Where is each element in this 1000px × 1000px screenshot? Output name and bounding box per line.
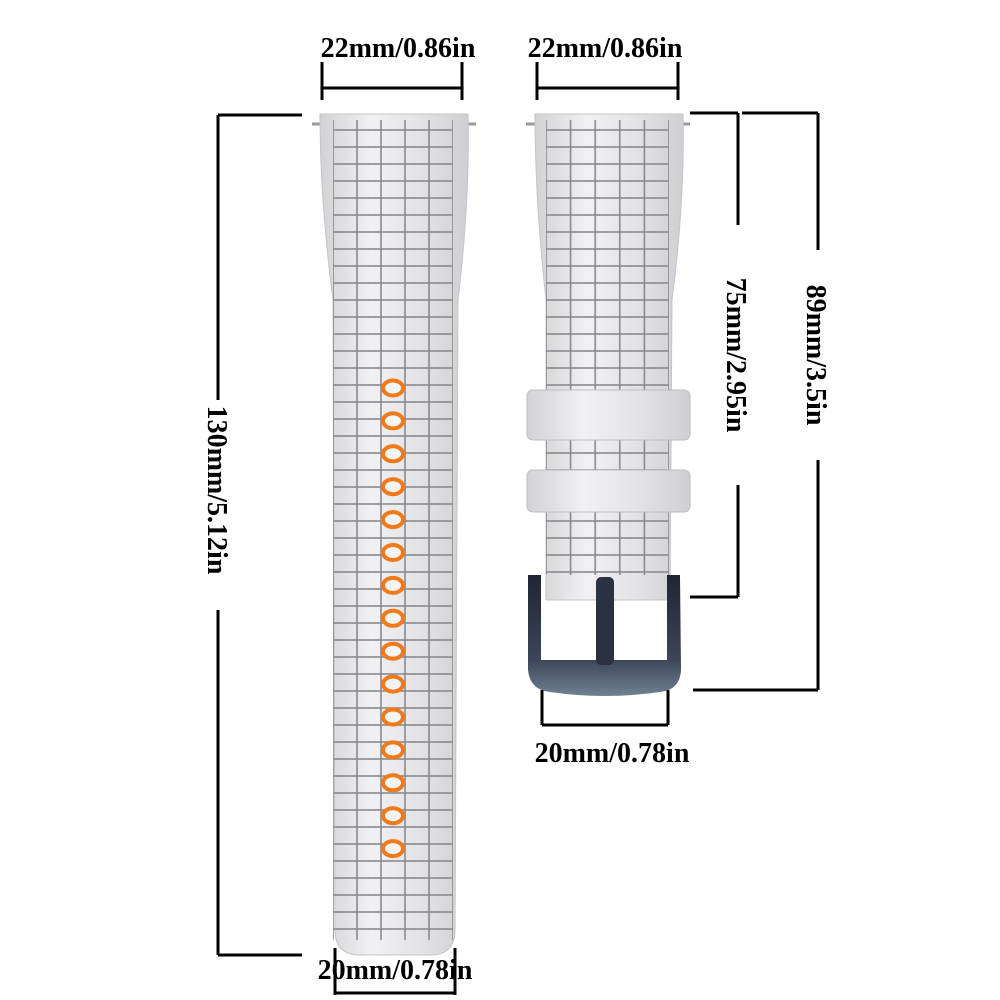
strap-keeper-bottom [526, 469, 691, 513]
label-short-strap-length: 75mm/2.95in [720, 278, 751, 433]
dim-top-left [320, 62, 464, 100]
dim-long-tail-width [333, 948, 457, 995]
strap-hole [381, 510, 405, 530]
label-top-right-width: 22mm/0.86in [528, 33, 683, 64]
strap-hole [381, 839, 405, 859]
short-strap [526, 113, 691, 696]
strap-hole [381, 444, 405, 464]
strap-hole [381, 773, 405, 793]
strap-hole [381, 608, 405, 628]
dim-short-strap-length [690, 111, 740, 599]
long-strap [312, 113, 476, 956]
dim-buckle-width [540, 690, 670, 727]
buckle-frame [528, 575, 681, 696]
strap-hole [381, 707, 405, 727]
label-short-strap-total: 89mm/3.5in [800, 285, 831, 426]
label-top-left-width: 22mm/0.86in [321, 33, 476, 64]
strap-hole [381, 641, 405, 661]
label-long-strap-length: 130mm/5.12in [201, 406, 232, 575]
strap-hole [381, 740, 405, 760]
label-buckle-width: 20mm/0.78in [535, 738, 690, 769]
strap-holes [381, 378, 405, 859]
strap-hole [381, 411, 405, 431]
label-long-tail-width: 20mm/0.78in [318, 955, 473, 986]
buckle-tongue [596, 577, 614, 665]
dim-short-strap-total [693, 111, 820, 692]
strap-keeper-top [526, 389, 691, 441]
dimension-lines [216, 62, 820, 995]
strap-hole [381, 477, 405, 497]
strap-hole [381, 806, 405, 826]
dim-top-right [535, 62, 680, 100]
dim-long-strap-length [216, 113, 302, 957]
strap-hole [381, 378, 405, 398]
strap-hole [381, 543, 405, 562]
strap-hole [381, 674, 405, 694]
strap-hole [381, 575, 405, 595]
long-strap-grid-texture [333, 120, 453, 940]
